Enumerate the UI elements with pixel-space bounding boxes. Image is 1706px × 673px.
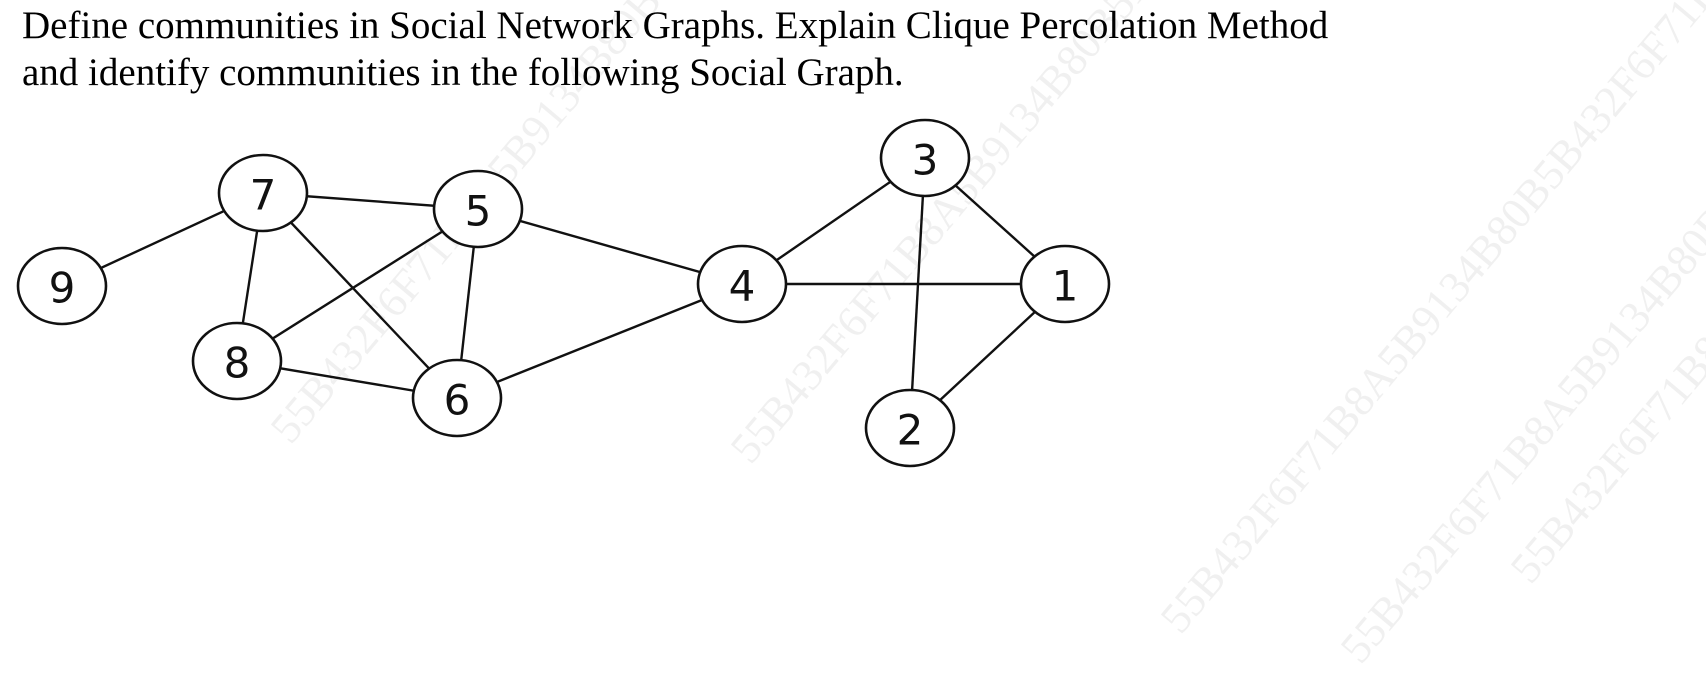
node-9: 9 — [16, 246, 108, 326]
node-5-circle — [432, 169, 524, 249]
node-6-label: 6 — [444, 376, 471, 425]
node-7: 7 — [217, 153, 309, 233]
node-4: 4 — [696, 244, 788, 324]
edge-6-4 — [456, 282, 743, 400]
node-4-label: 4 — [729, 262, 756, 311]
node-7-label: 7 — [250, 171, 277, 220]
node-1: 1 — [1019, 244, 1111, 324]
question-line-1: Define communities in Social Network Gra… — [22, 4, 1329, 47]
node-2: 2 — [864, 388, 956, 468]
question-text: Define communities in Social Network Gra… — [22, 2, 1702, 96]
node-8-label: 8 — [224, 339, 251, 388]
node-2-label: 2 — [897, 406, 924, 455]
node-5-label: 5 — [465, 187, 492, 236]
node-8-circle — [191, 321, 283, 401]
node-3-label: 3 — [912, 136, 939, 185]
edge-7-6 — [262, 192, 458, 399]
node-9-label: 9 — [49, 264, 76, 313]
node-2-circle — [864, 388, 956, 468]
node-7-circle — [217, 153, 309, 233]
node-3: 3 — [879, 118, 971, 198]
edge-5-4 — [477, 207, 743, 286]
node-9-circle — [16, 246, 108, 326]
node-6: 6 — [411, 358, 503, 438]
node-6-circle — [411, 358, 503, 438]
social-graph-diagram: 1 2 3 4 5 6 7 8 9 — [16, 118, 1111, 468]
node-1-label: 1 — [1052, 262, 1079, 311]
node-5: 5 — [432, 169, 524, 249]
graph-nodes: 1 2 3 4 5 6 7 8 9 — [16, 118, 1111, 468]
edge-5-8 — [236, 207, 479, 363]
node-4-circle — [696, 244, 788, 324]
node-3-circle — [879, 118, 971, 198]
edge-3-2 — [908, 157, 927, 429]
question-line-2: and identify communities in the followin… — [22, 51, 904, 94]
node-8: 8 — [191, 321, 283, 401]
node-1-circle — [1019, 244, 1111, 324]
